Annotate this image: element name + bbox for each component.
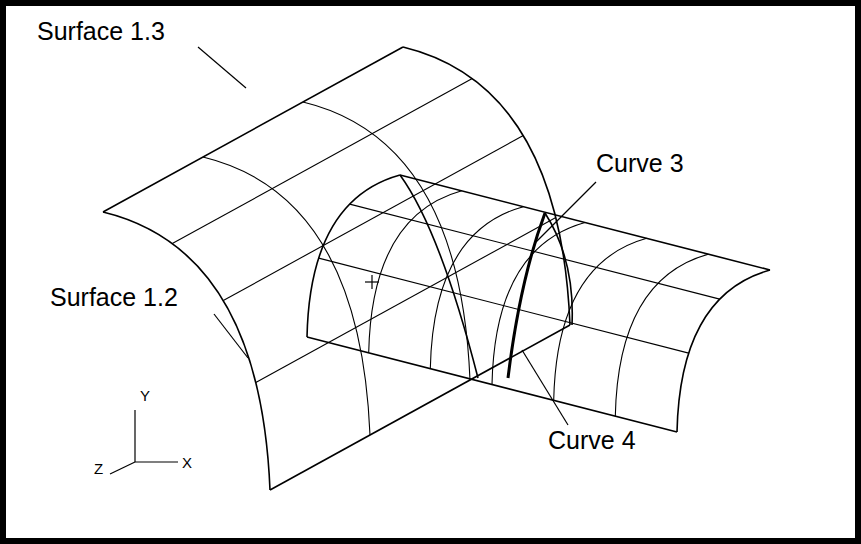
part-label: Surface 1.2 <box>50 284 178 312</box>
part-label: Surface 1.3 <box>37 18 165 46</box>
axis-label: Y <box>140 388 150 405</box>
small-shell <box>307 175 770 432</box>
part-label: Curve 4 <box>548 427 636 455</box>
part-label: Curve 3 <box>596 150 684 178</box>
large-shell <box>103 47 570 490</box>
axis-label: Z <box>94 461 103 478</box>
axis-label: X <box>182 455 192 472</box>
leader-lines <box>198 47 596 425</box>
frame <box>3 3 858 541</box>
axis-triad <box>110 410 178 474</box>
centre-mark <box>365 275 379 289</box>
